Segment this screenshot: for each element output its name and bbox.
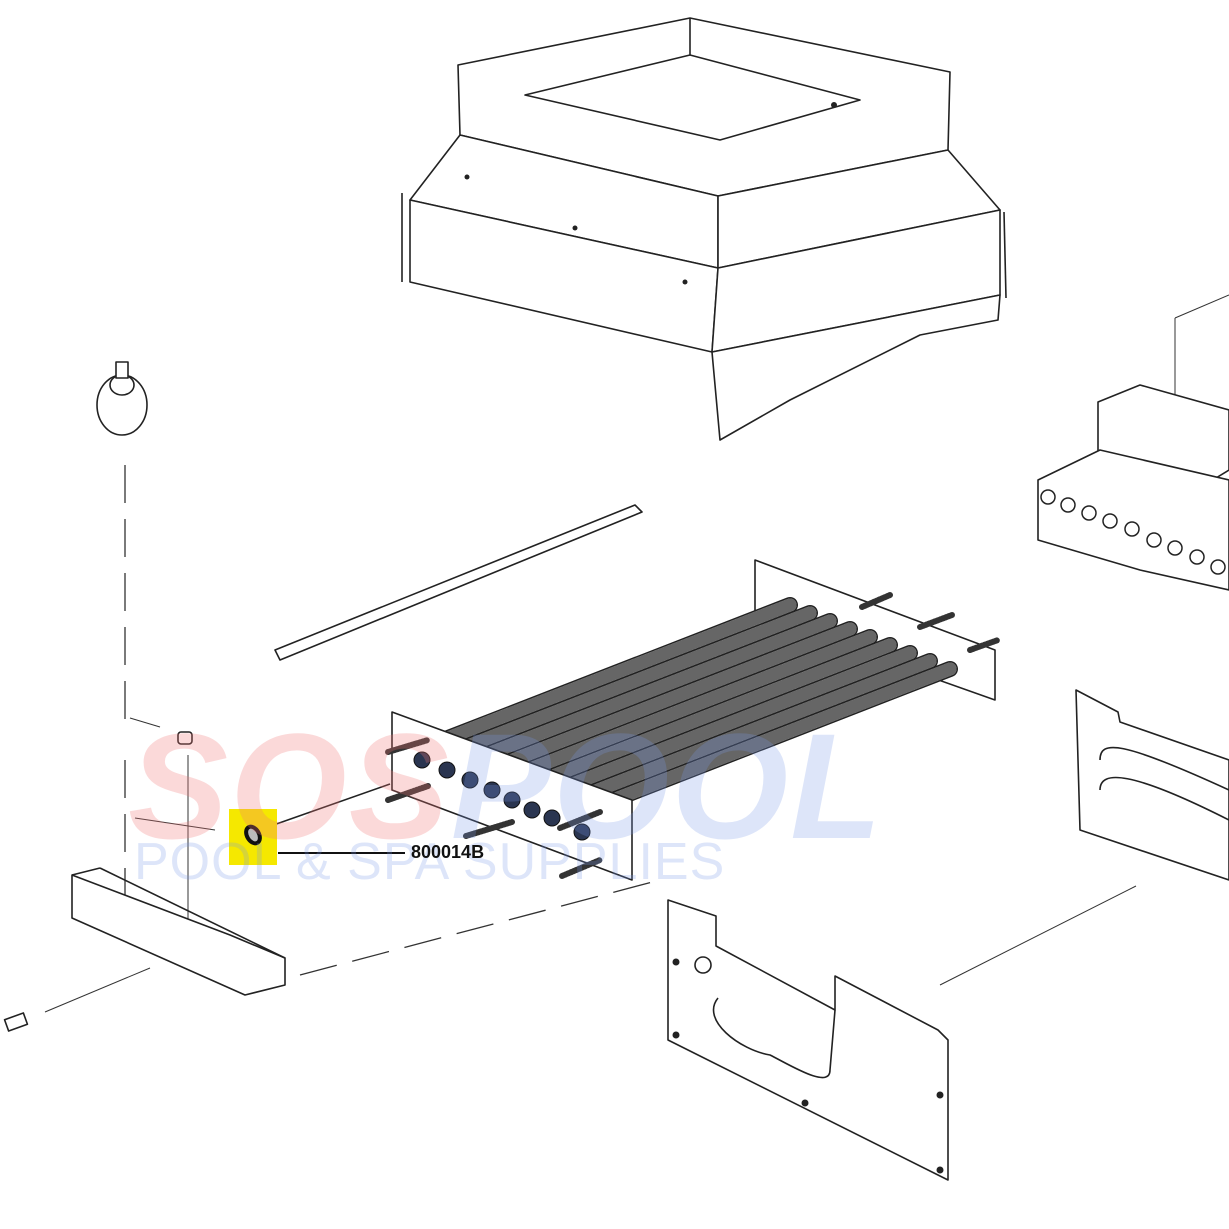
pressure-switch <box>96 361 148 720</box>
burner-tray <box>1037 294 1229 591</box>
finned-tube <box>423 598 797 752</box>
finned-tube <box>463 614 837 768</box>
flue-hood <box>401 17 1007 441</box>
baffle-strip <box>274 504 643 661</box>
finned-tube <box>523 638 897 792</box>
finned-tube <box>443 606 817 760</box>
part-highlight <box>229 809 277 865</box>
drain-plug <box>177 731 193 745</box>
front-panel <box>667 899 949 1181</box>
header-manifold <box>71 867 286 996</box>
bleeder-screw <box>3 1012 29 1032</box>
finned-tube <box>543 646 917 800</box>
heat-exchanger <box>385 559 1001 881</box>
part-number-label[interactable]: 800014B <box>411 842 485 862</box>
finned-tube <box>483 622 857 776</box>
finned-tube <box>563 654 937 808</box>
side-panel <box>1075 689 1229 881</box>
finned-tube <box>503 630 877 784</box>
finned-tube <box>583 662 957 816</box>
